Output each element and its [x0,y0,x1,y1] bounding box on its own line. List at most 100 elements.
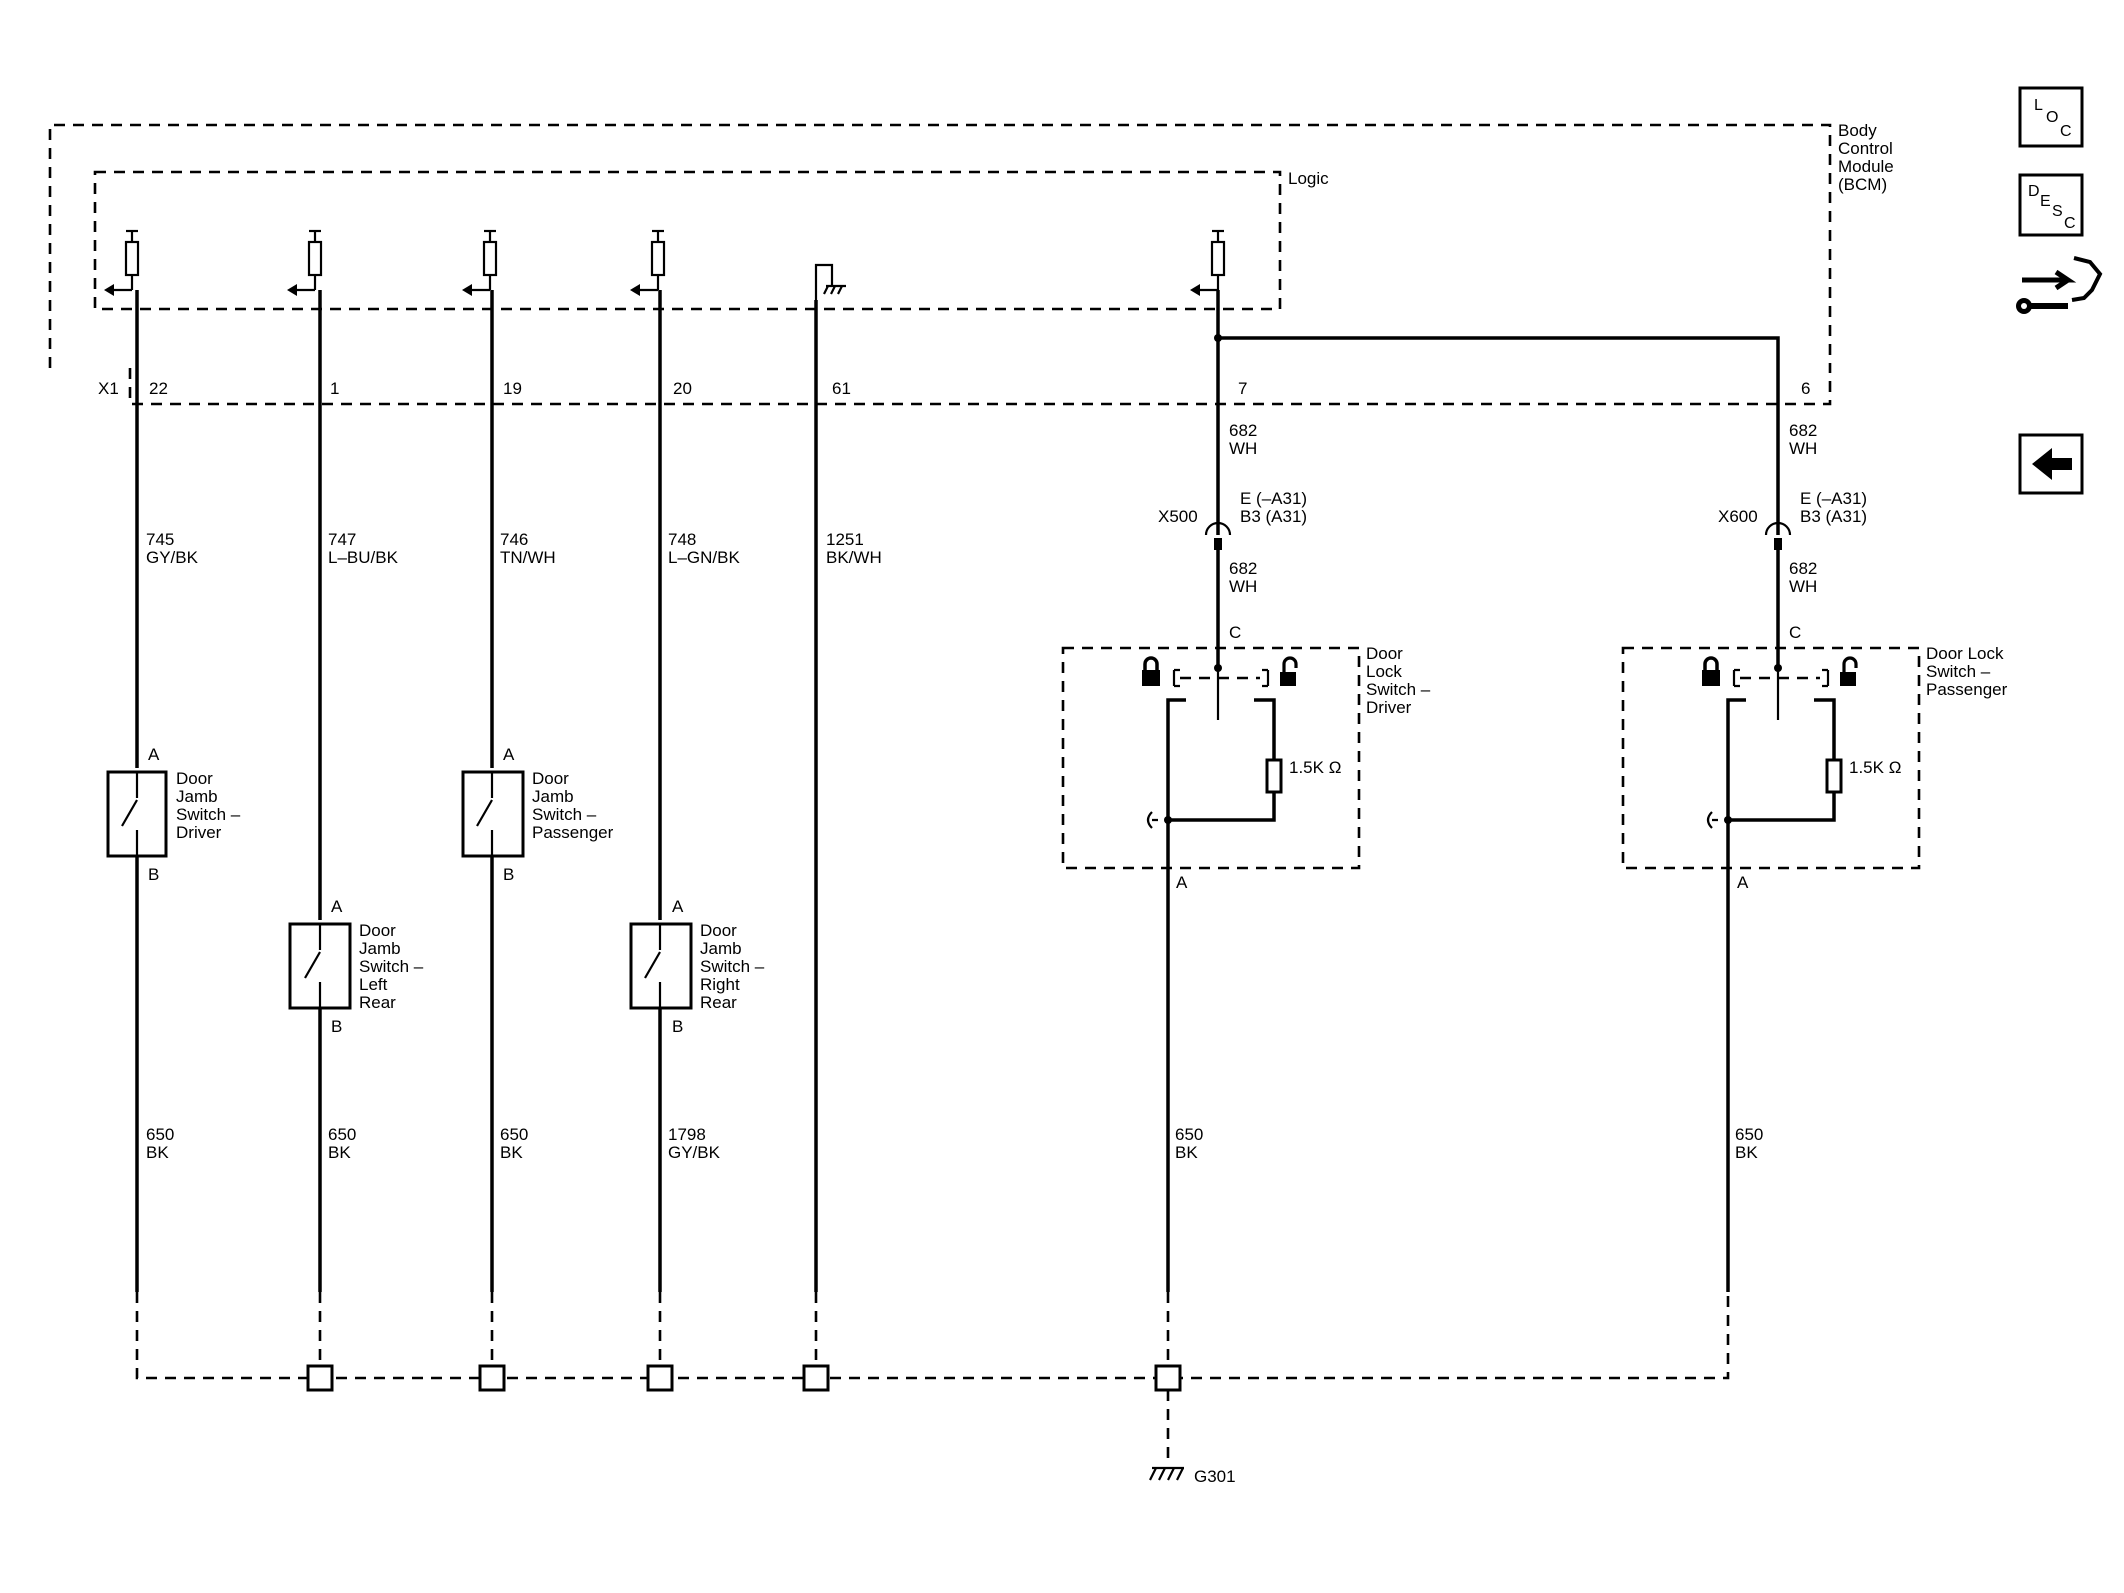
switch-label: Jamb [700,939,742,958]
pin-label: A [148,745,160,764]
splice-pack [478,1364,506,1392]
wire-circuit: 1251 [826,530,864,549]
wire-label-747: 747 L–BU/BK [328,530,399,567]
wire-color: BK [500,1143,523,1162]
switch-label: Left [359,975,388,994]
icon-letter: C [2060,123,2072,140]
door-jamb-switch-passenger: A B Door Jamb Switch – Passenger [461,745,614,884]
wire-color: WH [1789,577,1817,596]
connector-x1-outline [128,368,1832,406]
connector-pin: B3 (A31) [1800,507,1867,526]
pin-label: B [672,1017,683,1036]
wire-circuit: 747 [328,530,356,549]
ground-wire-label-lock-driver: 650 BK [1175,1125,1203,1162]
wire-label-682-lower-right: 682 WH [1789,559,1817,596]
resistor-value: 1.5K Ω [1289,758,1341,777]
switch-label: Switch – [532,805,597,824]
wire-circuit: 682 [1229,421,1257,440]
back-arrow-button[interactable] [2018,433,2084,495]
wire-color: WH [1789,439,1817,458]
logic-input-lock-switch [1190,229,1226,296]
icon-letter: E [2040,193,2051,210]
wire-label-745: 745 GY/BK [146,530,199,567]
pin-label: A [1176,873,1188,892]
ground-bus [135,1292,1730,1380]
wire-label-682-upper-right: 682 WH [1789,421,1817,458]
wire-682-bcm-pin6 [1218,336,1780,535]
wire-color: GY/BK [668,1143,721,1162]
icon-letter: O [2046,109,2058,126]
switch-label: Jamb [176,787,218,806]
ground-g301-symbol [1149,1466,1184,1481]
switch-label: Driver [1366,698,1412,717]
switch-label: Door [700,921,737,940]
bcm-label-line: Control [1838,139,1893,158]
ground-g301-label: G301 [1194,1467,1236,1486]
bcm-pin-number: 22 [149,379,168,398]
logic-label: Logic [1288,169,1329,188]
switch-label: Jamb [532,787,574,806]
wire-circuit: 682 [1789,559,1817,578]
wire-circuit: 745 [146,530,174,549]
door-lock-switch-passenger: C 1.5K Ω A Door Lock Switch – Passenger [1621,623,2008,1292]
splice-pack [1154,1364,1182,1392]
pin-label: B [503,865,514,884]
switch-label: Switch – [176,805,241,824]
icon-letter: D [2028,183,2040,200]
switch-label: Passenger [532,823,614,842]
wire-circuit: 650 [1735,1125,1763,1144]
bcm-pin-number: 7 [1238,379,1247,398]
wire-circuit: 650 [328,1125,356,1144]
pin-label: A [331,897,343,916]
switch-label: Switch – [1366,680,1431,699]
splice-pack [306,1364,334,1392]
door-jamb-switch-left-rear: A B Door Jamb Switch – Left Rear [288,897,424,1036]
bcm-pin-number: 20 [673,379,692,398]
wire-color: BK [1735,1143,1758,1162]
ground-wire-label-right-rear: 1798 GY/BK [668,1125,721,1162]
switch-label: Right [700,975,740,994]
connector-name: X500 [1158,507,1198,526]
pin-label: B [148,865,159,884]
switch-label: Switch – [359,957,424,976]
wire-label-1251: 1251 BK/WH [826,530,882,567]
description-icon-button[interactable]: D E S C [2018,173,2084,237]
connector-name: X600 [1718,507,1758,526]
location-icon-button[interactable]: L O C [2018,86,2084,148]
bcm-label-line: Module [1838,157,1894,176]
logic-input-left-rear [287,229,323,296]
pin-label: A [503,745,515,764]
wire-circuit: 748 [668,530,696,549]
wire-label-748: 748 L–GN/BK [668,530,740,567]
wire-circuit: 650 [1175,1125,1203,1144]
wire-circuit: 682 [1229,559,1257,578]
switch-label: Door [532,769,569,788]
icon-letter: S [2052,203,2063,220]
logic-input-right-rear [630,229,666,296]
switch-label: Door [359,921,396,940]
switch-label: Switch – [1926,662,1991,681]
bcm-pin-number: 61 [832,379,851,398]
switch-label: Passenger [1926,680,2008,699]
pin-label: C [1229,623,1241,642]
ground-wire-label-lock-passenger: 650 BK [1735,1125,1763,1162]
icon-letter: L [2034,97,2043,114]
wire-color: BK [1175,1143,1198,1162]
wire-circuit: 650 [500,1125,528,1144]
wire-color: BK [328,1143,351,1162]
wire-label-746: 746 TN/WH [500,530,556,567]
bcm-pin-number: 6 [1801,379,1810,398]
pin-label: B [331,1017,342,1036]
connector-tool-icon[interactable] [2016,256,2103,314]
wire-label-682-lower-left: 682 WH [1229,559,1257,596]
wire-color: GY/BK [146,548,199,567]
switch-label: Door [1366,644,1403,663]
ground-wire-label-passenger: 650 BK [500,1125,528,1162]
lock-icon [1142,656,1160,686]
switch-label: Door Lock [1926,644,2004,663]
logic-ground-symbol [814,263,846,300]
wire-color: BK/WH [826,548,882,567]
connector-x1-label: X1 [98,379,119,398]
logic-input-passenger [462,229,498,296]
